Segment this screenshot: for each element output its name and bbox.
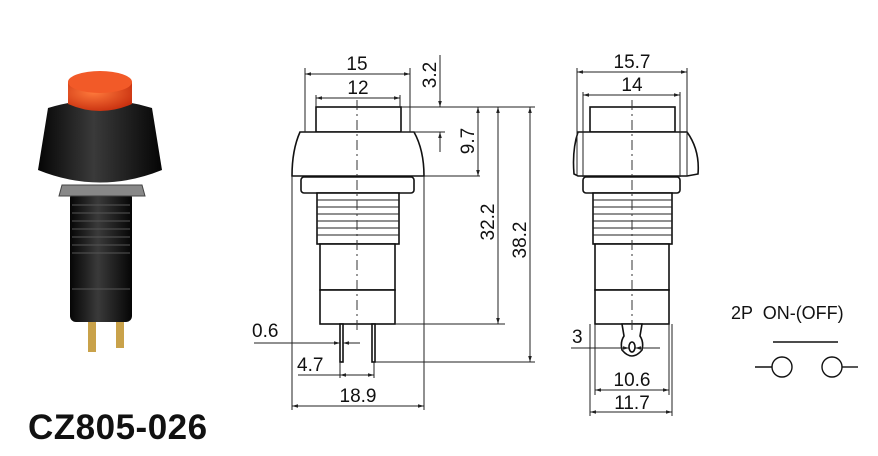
dim-11-7: 11.7 xyxy=(614,393,650,414)
dim-14: 14 xyxy=(621,75,643,96)
dim-15: 15 xyxy=(346,54,367,75)
pin-left xyxy=(88,318,96,352)
dim-3: 3 xyxy=(572,327,583,348)
dim-4-7: 4.7 xyxy=(297,355,323,376)
dim-15-7: 15.7 xyxy=(614,52,651,73)
dim-0-6: 0.6 xyxy=(252,321,278,342)
dim-9-7: 9.7 xyxy=(458,128,479,154)
dim-32-2: 32.2 xyxy=(478,204,499,241)
pin-right xyxy=(116,318,124,348)
bezel xyxy=(38,100,162,183)
switch-type-label: 2P ON-(OFF) xyxy=(731,303,844,323)
product-photo xyxy=(38,71,162,352)
side-view: 15.7 14 3 10.6 11.7 xyxy=(571,52,700,416)
switch-schematic-symbol xyxy=(755,341,858,378)
dim-12: 12 xyxy=(347,78,368,99)
dim-38-2: 38.2 xyxy=(510,222,531,259)
nut xyxy=(58,184,146,197)
model-number: CZ805-026 xyxy=(28,408,208,447)
cap-top xyxy=(68,71,132,93)
threaded-body xyxy=(70,192,132,322)
front-view: 15 12 3.2 9.7 32.2 38.2 0.6 4.7 18.9 xyxy=(252,54,535,410)
dim-10-6: 10.6 xyxy=(614,370,651,391)
dim-3-2: 3.2 xyxy=(420,62,441,88)
dim-18-9: 18.9 xyxy=(340,386,377,407)
